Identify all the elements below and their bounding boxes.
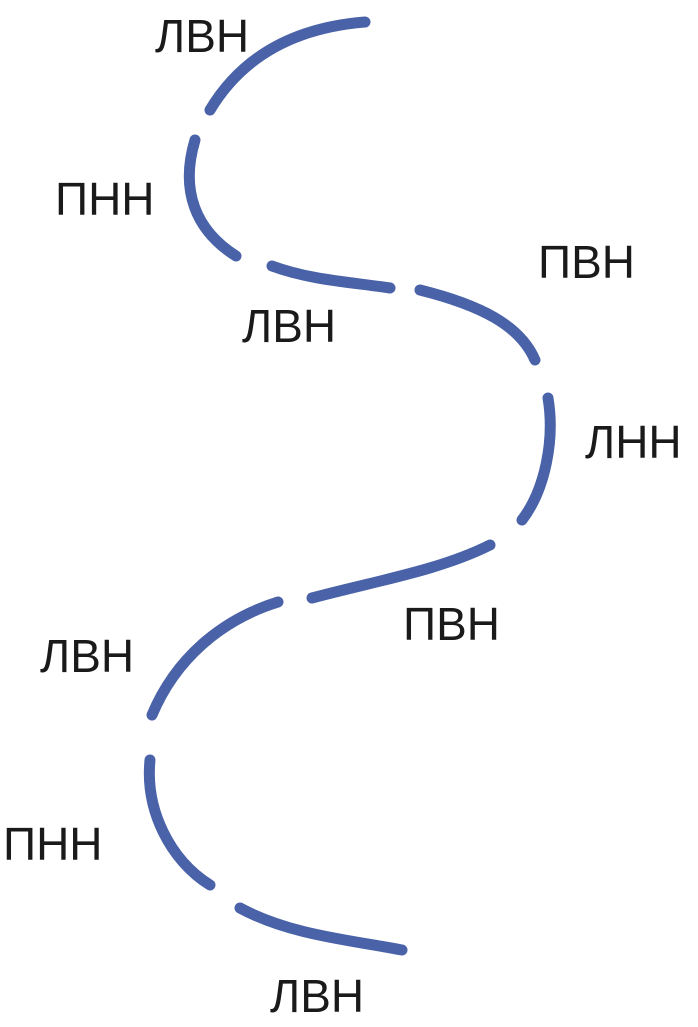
segment-label: ЛВН bbox=[40, 630, 134, 682]
segment-label: ПВН bbox=[403, 598, 500, 650]
segment-label: ЛНН bbox=[585, 416, 682, 468]
segment-label: ЛВН bbox=[270, 970, 364, 1022]
segment-label: ПНН bbox=[55, 173, 155, 225]
arc-segment bbox=[414, 284, 541, 366]
arc-segment bbox=[234, 902, 408, 956]
arc-segment bbox=[143, 754, 216, 891]
segment-labels: ЛВН ПНН ЛВН ПВН ЛНН ПВН ЛВН ПНН ЛВН bbox=[3, 10, 682, 1022]
arc-segment bbox=[266, 260, 396, 294]
segment-label: ПНН bbox=[3, 818, 103, 870]
segment-label: ЛВН bbox=[242, 300, 336, 352]
arc-segment bbox=[183, 134, 242, 262]
arc-segment bbox=[146, 596, 284, 721]
curved-line bbox=[143, 16, 556, 956]
arc-segment bbox=[204, 16, 371, 116]
arc-segment bbox=[306, 539, 496, 604]
segment-label: ЛВН bbox=[155, 10, 249, 62]
arc-segment bbox=[516, 392, 556, 526]
segment-label: ПВН bbox=[538, 236, 635, 288]
